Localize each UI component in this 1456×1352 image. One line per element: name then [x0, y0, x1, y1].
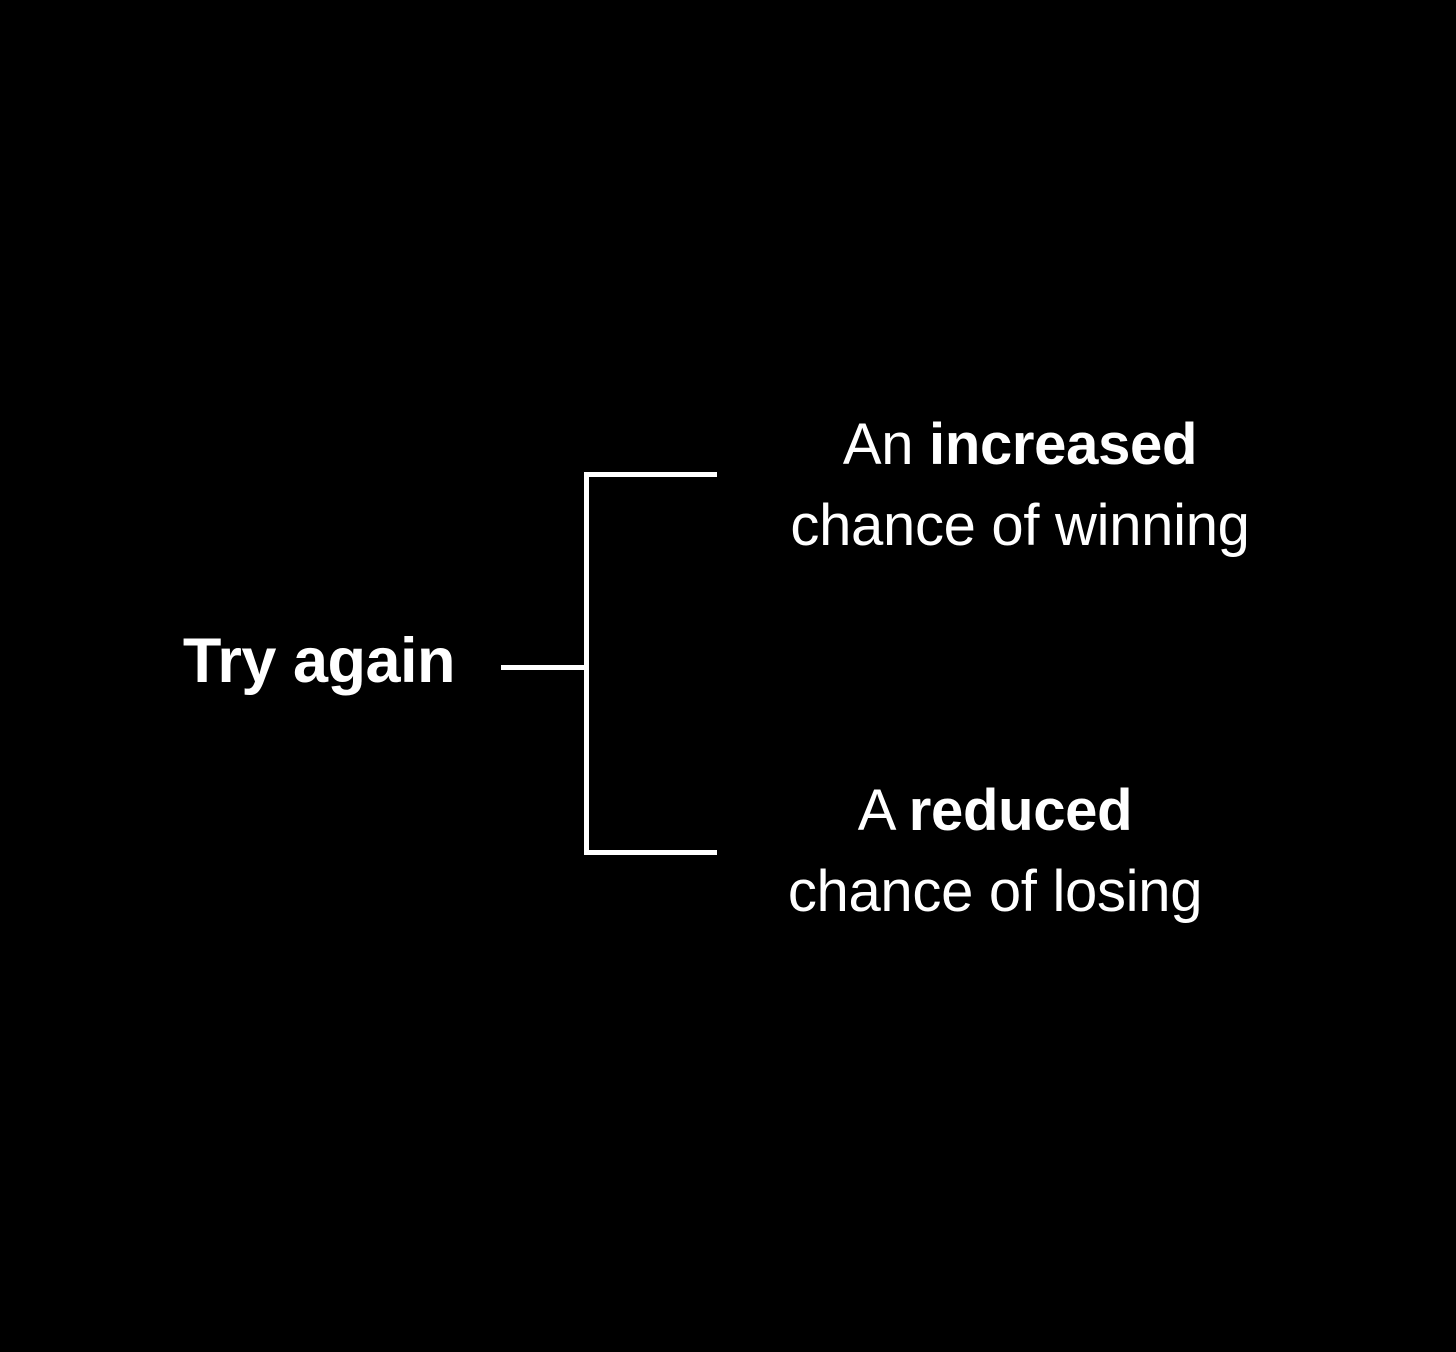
- branch-bottom-emphasis: reduced: [908, 778, 1133, 843]
- branch-top-line-1: An increased: [735, 404, 1305, 485]
- branch-bottom-line-2: chance of losing: [787, 859, 1203, 925]
- branch-bottom-prefix: A: [857, 778, 909, 843]
- branch-label-reduced: A reduced chance of losing: [710, 770, 1280, 932]
- branch-bottom-line-1: A reduced: [710, 770, 1280, 851]
- root-node-label: Try again: [182, 626, 456, 696]
- branch-top-prefix: An: [842, 412, 930, 477]
- branch-top-emphasis: increased: [929, 412, 1198, 477]
- branch-top-line-2: chance of winning: [790, 493, 1250, 559]
- branch-label-increased: An increased chance of winning: [735, 404, 1305, 566]
